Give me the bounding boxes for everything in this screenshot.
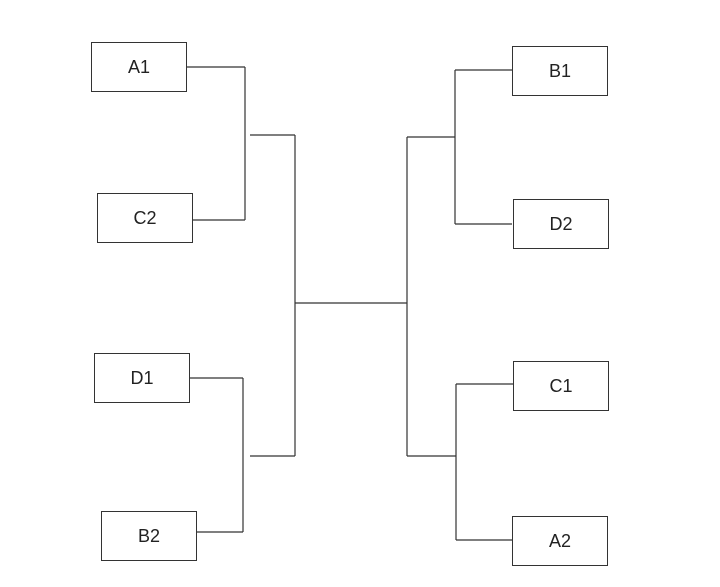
team-box-d1: D1 xyxy=(94,353,190,403)
team-label: A1 xyxy=(127,56,151,77)
team-label: D2 xyxy=(549,213,573,234)
team-box-a1: A1 xyxy=(91,42,187,92)
team-label: C1 xyxy=(549,375,573,396)
team-label: B1 xyxy=(548,60,572,81)
team-box-c1: C1 xyxy=(513,361,609,411)
team-box-b1: B1 xyxy=(512,46,608,96)
team-box-d2: D2 xyxy=(513,199,609,249)
team-label: A2 xyxy=(548,530,572,551)
team-label: D1 xyxy=(130,367,154,388)
team-label: C2 xyxy=(133,207,157,228)
team-label: B2 xyxy=(137,525,161,546)
team-box-a2: A2 xyxy=(512,516,608,566)
team-box-c2: C2 xyxy=(97,193,193,243)
team-box-b2: B2 xyxy=(101,511,197,561)
